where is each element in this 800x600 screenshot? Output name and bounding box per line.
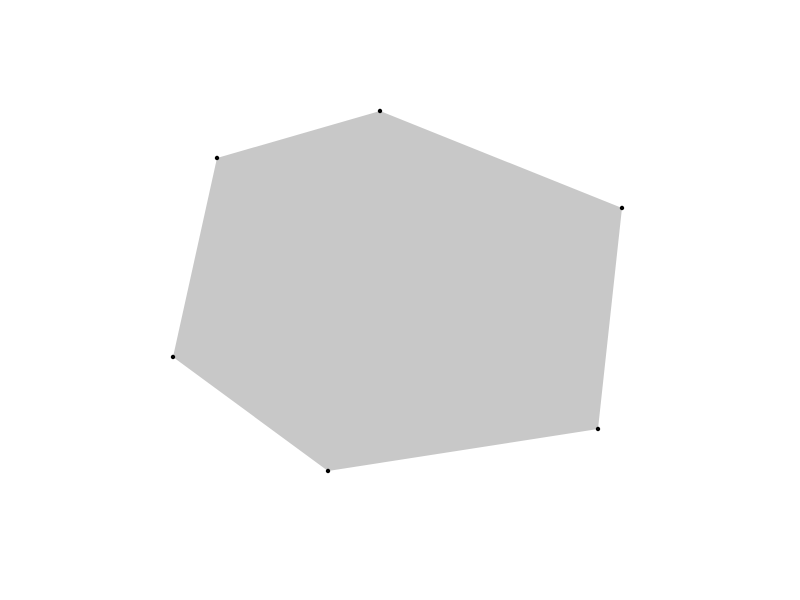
vertex-marker [595,426,601,432]
hexagon-shape [173,111,622,471]
vertex-marker [214,155,220,161]
vertex-marker [325,468,331,474]
vertex-marker [619,205,625,211]
vertex-marker [377,108,383,114]
vertex-marker [170,354,176,360]
vertex-markers [170,108,625,474]
